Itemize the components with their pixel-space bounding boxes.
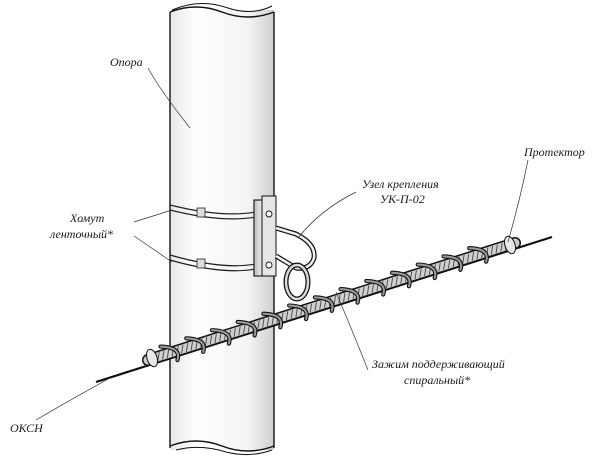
label-spiral-line2: спиральный*	[404, 373, 470, 387]
spiral-turn-highlight	[288, 304, 308, 321]
strand-line	[214, 333, 217, 343]
strand-line	[390, 277, 394, 287]
spiral-turn-highlight	[365, 279, 385, 296]
label-clamp-line1: Хомут	[69, 211, 105, 225]
leader-lines	[35, 67, 529, 421]
strand-line	[424, 267, 427, 277]
strand-line	[295, 308, 298, 318]
strand-line	[166, 349, 170, 359]
spiral-turn-highlight	[210, 329, 231, 345]
strand-line	[386, 279, 389, 289]
strand-line	[371, 283, 374, 293]
spiral-turn-highlight	[442, 255, 463, 271]
strand-line	[500, 242, 503, 252]
strand-line	[285, 311, 289, 321]
strand-line	[490, 245, 494, 255]
strand-line	[443, 261, 446, 271]
strand-line	[209, 335, 213, 345]
spiral-clamp	[142, 235, 521, 368]
strand-line	[266, 317, 270, 327]
spiral-turn-highlight	[262, 312, 282, 329]
strand-line	[319, 300, 322, 310]
strand-line	[438, 262, 441, 272]
strand-line	[400, 274, 403, 284]
strand-line	[495, 244, 498, 254]
strand-line	[419, 268, 422, 278]
strand-line	[290, 309, 294, 319]
spiral-turn-highlight	[391, 271, 411, 288]
spiral-turn-highlight	[339, 288, 360, 304]
strand-line	[447, 259, 451, 269]
strand-line	[343, 292, 346, 302]
strand-line	[314, 302, 317, 312]
strand-line	[466, 253, 470, 263]
strand-line	[333, 295, 336, 305]
strand-line	[462, 254, 465, 264]
strand-line	[309, 303, 313, 313]
strand-line	[476, 250, 479, 260]
spiral-turn-highlight	[416, 263, 437, 280]
strand-line	[185, 343, 189, 353]
spiral-turn-highlight	[236, 320, 257, 337]
spiral-turn-highlight	[185, 337, 205, 353]
strand-line	[257, 320, 260, 330]
strand-line	[190, 341, 193, 351]
spiral-turn-highlight	[159, 345, 180, 362]
strand-line	[362, 286, 365, 296]
strand-line	[238, 326, 241, 336]
label-pole: Опора	[110, 55, 143, 69]
spiral-turn-highlight	[468, 247, 488, 263]
strand-line	[181, 344, 184, 354]
spiral-turn-highlight	[313, 296, 334, 312]
strand-line	[366, 285, 370, 295]
strand-line	[347, 291, 351, 301]
label-node-line2: УК-П-02	[380, 192, 425, 206]
strand-line	[204, 336, 208, 346]
label-spiral-line1: Зажим поддерживающий	[372, 357, 505, 371]
strand-line	[271, 315, 274, 325]
label-node-line1: Узел крепления	[362, 177, 439, 191]
label-cable: ОКСН	[10, 421, 44, 435]
label-clamp-line2: ленточный*	[49, 227, 113, 241]
strand-line	[157, 352, 160, 362]
strand-line	[262, 318, 265, 328]
label-protector: Протектор	[523, 145, 585, 159]
strand-line	[243, 324, 246, 334]
strand-line	[414, 270, 417, 280]
strand-line	[219, 332, 222, 342]
strand-line	[162, 350, 165, 360]
strand-line	[471, 251, 475, 261]
strand-line	[233, 327, 236, 337]
band-clamps	[169, 204, 257, 272]
strand-line	[338, 294, 341, 304]
strand-line	[395, 276, 398, 286]
mounting-node	[253, 195, 317, 302]
